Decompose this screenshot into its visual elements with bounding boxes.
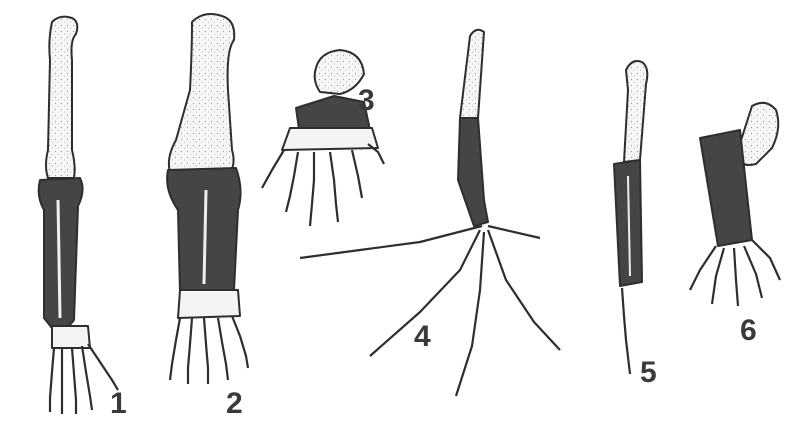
label-6: 6 [740, 314, 757, 347]
label-3: 3 [358, 84, 375, 117]
label-2: 2 [226, 387, 243, 420]
specimen-2-limb [167, 14, 248, 384]
label-1: 1 [110, 387, 127, 420]
specimen-1-limb [39, 17, 118, 414]
specimen-3-paw [262, 50, 384, 226]
specimen-5-limb [614, 61, 647, 374]
label-5: 5 [640, 356, 657, 389]
specimen-6-limb [690, 103, 780, 306]
label-4: 4 [414, 320, 431, 353]
